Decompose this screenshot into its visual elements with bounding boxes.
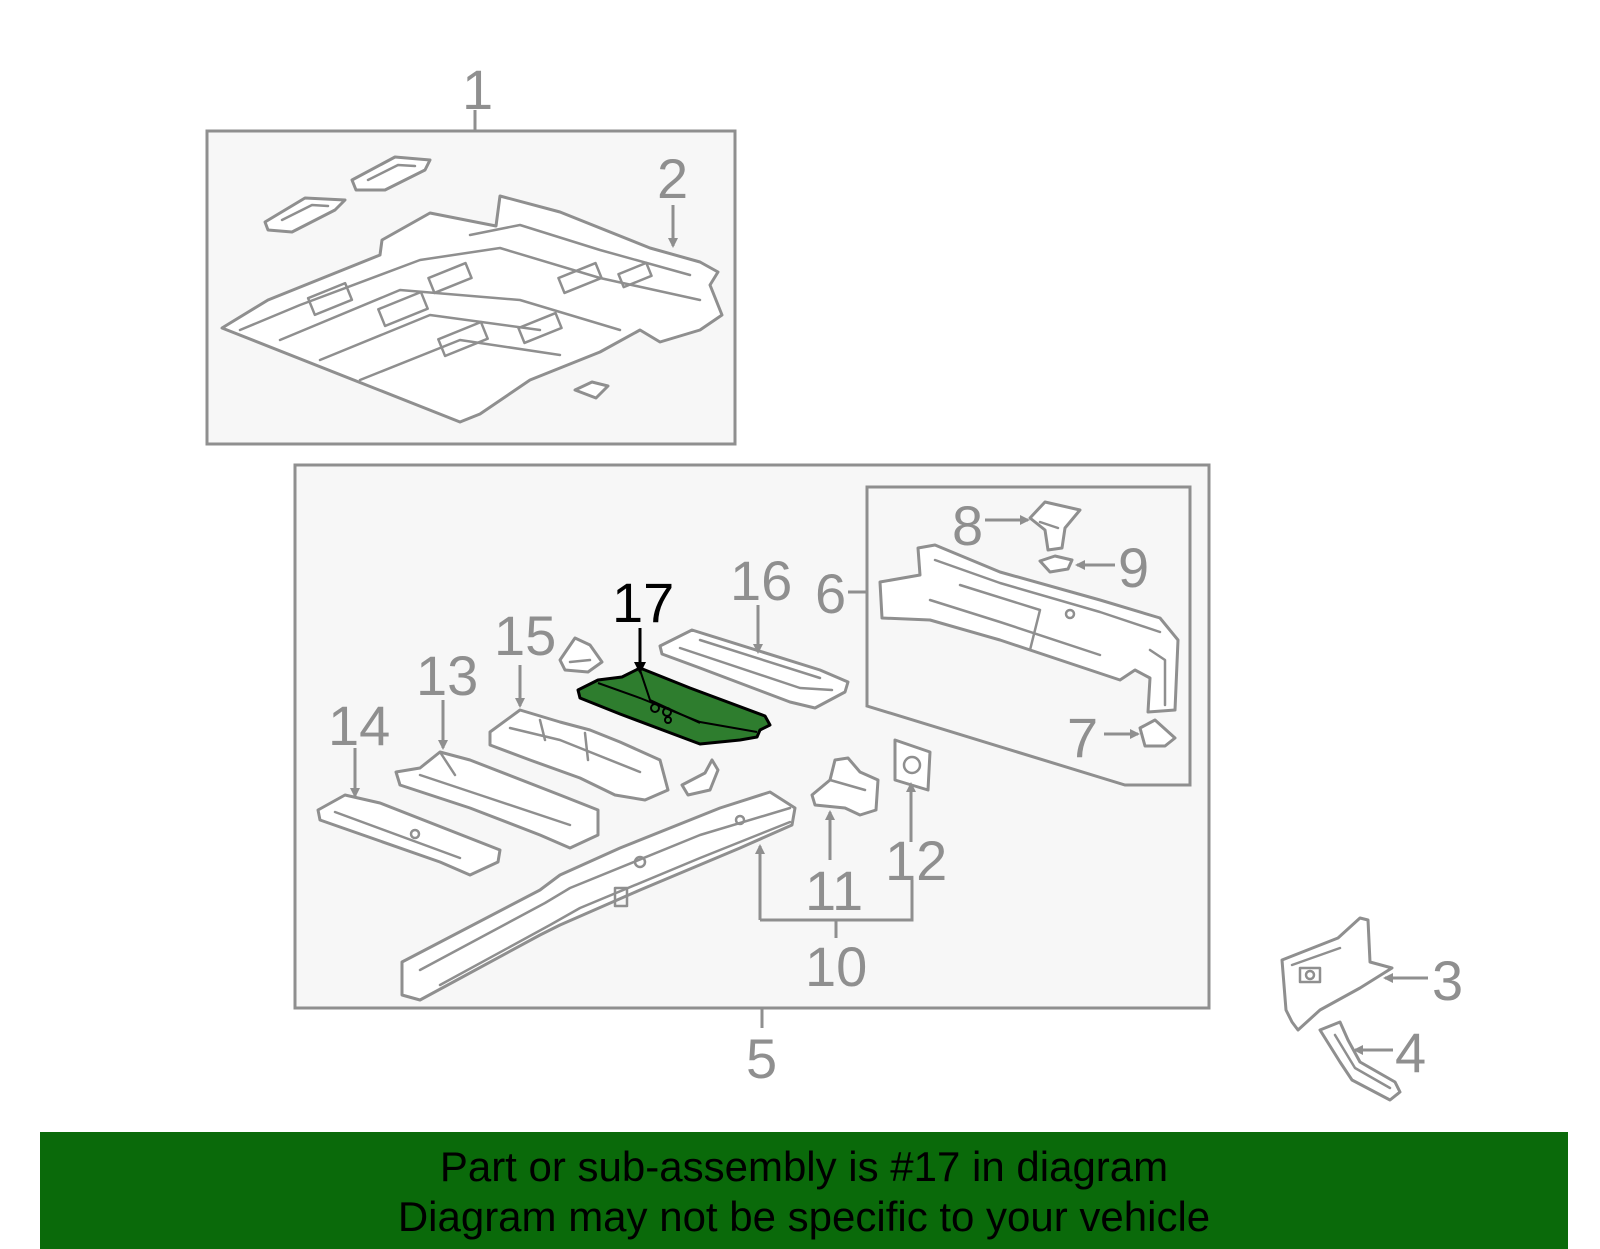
floor-plug-small bbox=[573, 380, 610, 400]
part-8-bracket bbox=[1028, 500, 1082, 552]
part-10-rear-side-rail bbox=[400, 790, 797, 1002]
callout-16: 16 bbox=[730, 549, 792, 612]
rear-panel-box: 6 8 9 bbox=[815, 485, 1192, 787]
part-9-clip bbox=[1038, 554, 1074, 574]
part-6-rear-crossmember-panel bbox=[878, 543, 1180, 714]
callout-10: 10 bbox=[805, 935, 867, 998]
floor-pan-box: 1 2 bbox=[205, 58, 737, 446]
callout-11: 11 bbox=[805, 859, 863, 922]
banner-line-part-number: Part or sub-assembly is #17 in diagram bbox=[439, 1143, 1169, 1190]
callout-14: 14 bbox=[328, 694, 390, 757]
part-4-bracket bbox=[1318, 1020, 1402, 1102]
part-12-mounting-plate bbox=[893, 738, 932, 792]
callout-9: 9 bbox=[1118, 536, 1149, 599]
floor-frame-box: 5 6 8 bbox=[293, 463, 1211, 1090]
callout-15: 15 bbox=[494, 604, 556, 667]
part-15-bracket bbox=[558, 636, 604, 674]
part-11-rail-bracket bbox=[810, 756, 880, 817]
part-17-highlighted-panel bbox=[576, 666, 772, 746]
part-3-side-panel bbox=[1280, 916, 1394, 1032]
callout-6: 6 bbox=[815, 562, 846, 625]
callout-17: 17 bbox=[612, 571, 674, 634]
callout-1: 1 bbox=[462, 58, 493, 121]
callout-13: 13 bbox=[416, 644, 478, 707]
callout-7: 7 bbox=[1067, 706, 1098, 769]
floor-clip bbox=[680, 758, 720, 797]
part-7-retainer bbox=[1138, 718, 1177, 748]
floor-plug-right bbox=[350, 155, 432, 192]
callout-4: 4 bbox=[1395, 1021, 1426, 1084]
callout-3: 3 bbox=[1432, 949, 1463, 1012]
notice-banner: Part or sub-assembly is #17 in diagram D… bbox=[40, 1132, 1568, 1249]
floor-plug-left bbox=[263, 196, 347, 234]
callout-12: 12 bbox=[885, 829, 947, 892]
banner-line-disclaimer: Diagram may not be specific to your vehi… bbox=[397, 1193, 1211, 1240]
part-2-rear-floor-pan bbox=[220, 194, 724, 424]
callout-8: 8 bbox=[952, 494, 983, 557]
callout-5: 5 bbox=[746, 1027, 777, 1090]
callout-2: 2 bbox=[657, 147, 688, 210]
part-15-floor-reinforcement bbox=[488, 708, 670, 802]
part-13-floor-frame-rail bbox=[394, 750, 600, 850]
